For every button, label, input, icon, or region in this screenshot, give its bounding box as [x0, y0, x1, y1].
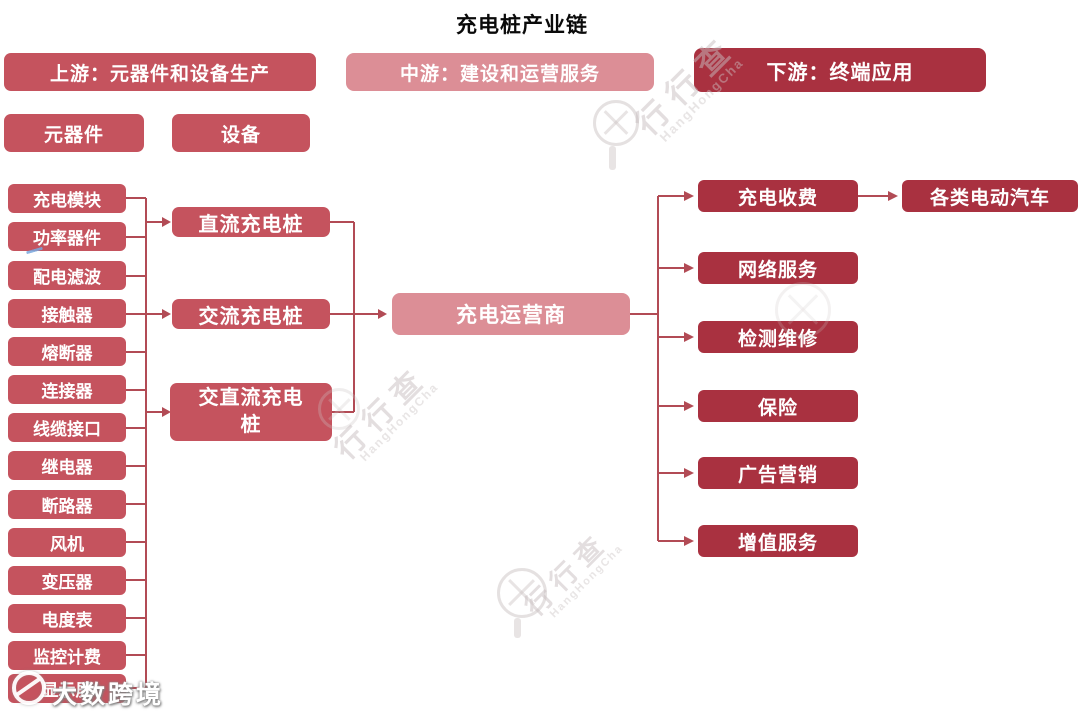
service-box-advertising: 广告营销: [698, 457, 858, 489]
group-equipment-box: 设备: [172, 114, 310, 152]
component-box-monitoring-billing: 监控计费: [8, 641, 126, 670]
pile-box-acdc: 交直流充电桩: [170, 383, 332, 441]
group-components-box: 元器件: [4, 114, 144, 152]
diagram-title: 充电桩产业链: [456, 14, 588, 37]
service-box-value-added: 增值服务: [698, 525, 858, 557]
component-box-relay: 继电器: [8, 451, 126, 480]
overlay-watermark-logo-icon: [12, 671, 46, 705]
pile-box-acdc-label: 交直流充电桩: [198, 387, 304, 436]
component-box-connector: 连接器: [8, 375, 126, 404]
service-box-inspection-maintenance: 检测维修: [698, 321, 858, 353]
component-box-distribution-filter: 配电滤波: [8, 261, 126, 290]
component-box-charging-module: 充电模块: [8, 184, 126, 213]
terminal-box-electric-vehicles: 各类电动汽车: [902, 180, 1078, 212]
component-box-cable-interface: 线缆接口: [8, 413, 126, 442]
service-box-network: 网络服务: [698, 252, 858, 284]
header-midstream: 中游：建设和运营服务: [346, 53, 654, 91]
header-upstream: 上游：元器件和设备生产: [4, 53, 316, 91]
component-box-electric-meter: 电度表: [8, 604, 126, 633]
pile-box-ac: 交流充电桩: [172, 299, 330, 329]
header-downstream: 下游：终端应用: [694, 48, 986, 92]
service-box-charging-fee: 充电收费: [698, 180, 858, 212]
overlay-watermark-text: 大数跨境: [52, 681, 165, 709]
component-box-fuse: 熔断器: [8, 337, 126, 366]
component-box-circuit-breaker: 断路器: [8, 490, 126, 519]
operator-box: 充电运营商: [392, 293, 630, 335]
pile-box-dc: 直流充电桩: [172, 207, 330, 237]
service-box-insurance: 保险: [698, 390, 858, 422]
component-box-fan: 风机: [8, 528, 126, 557]
component-box-transformer: 变压器: [8, 566, 126, 595]
component-box-contactor: 接触器: [8, 299, 126, 328]
component-box-power-device: 功率器件: [8, 222, 126, 251]
